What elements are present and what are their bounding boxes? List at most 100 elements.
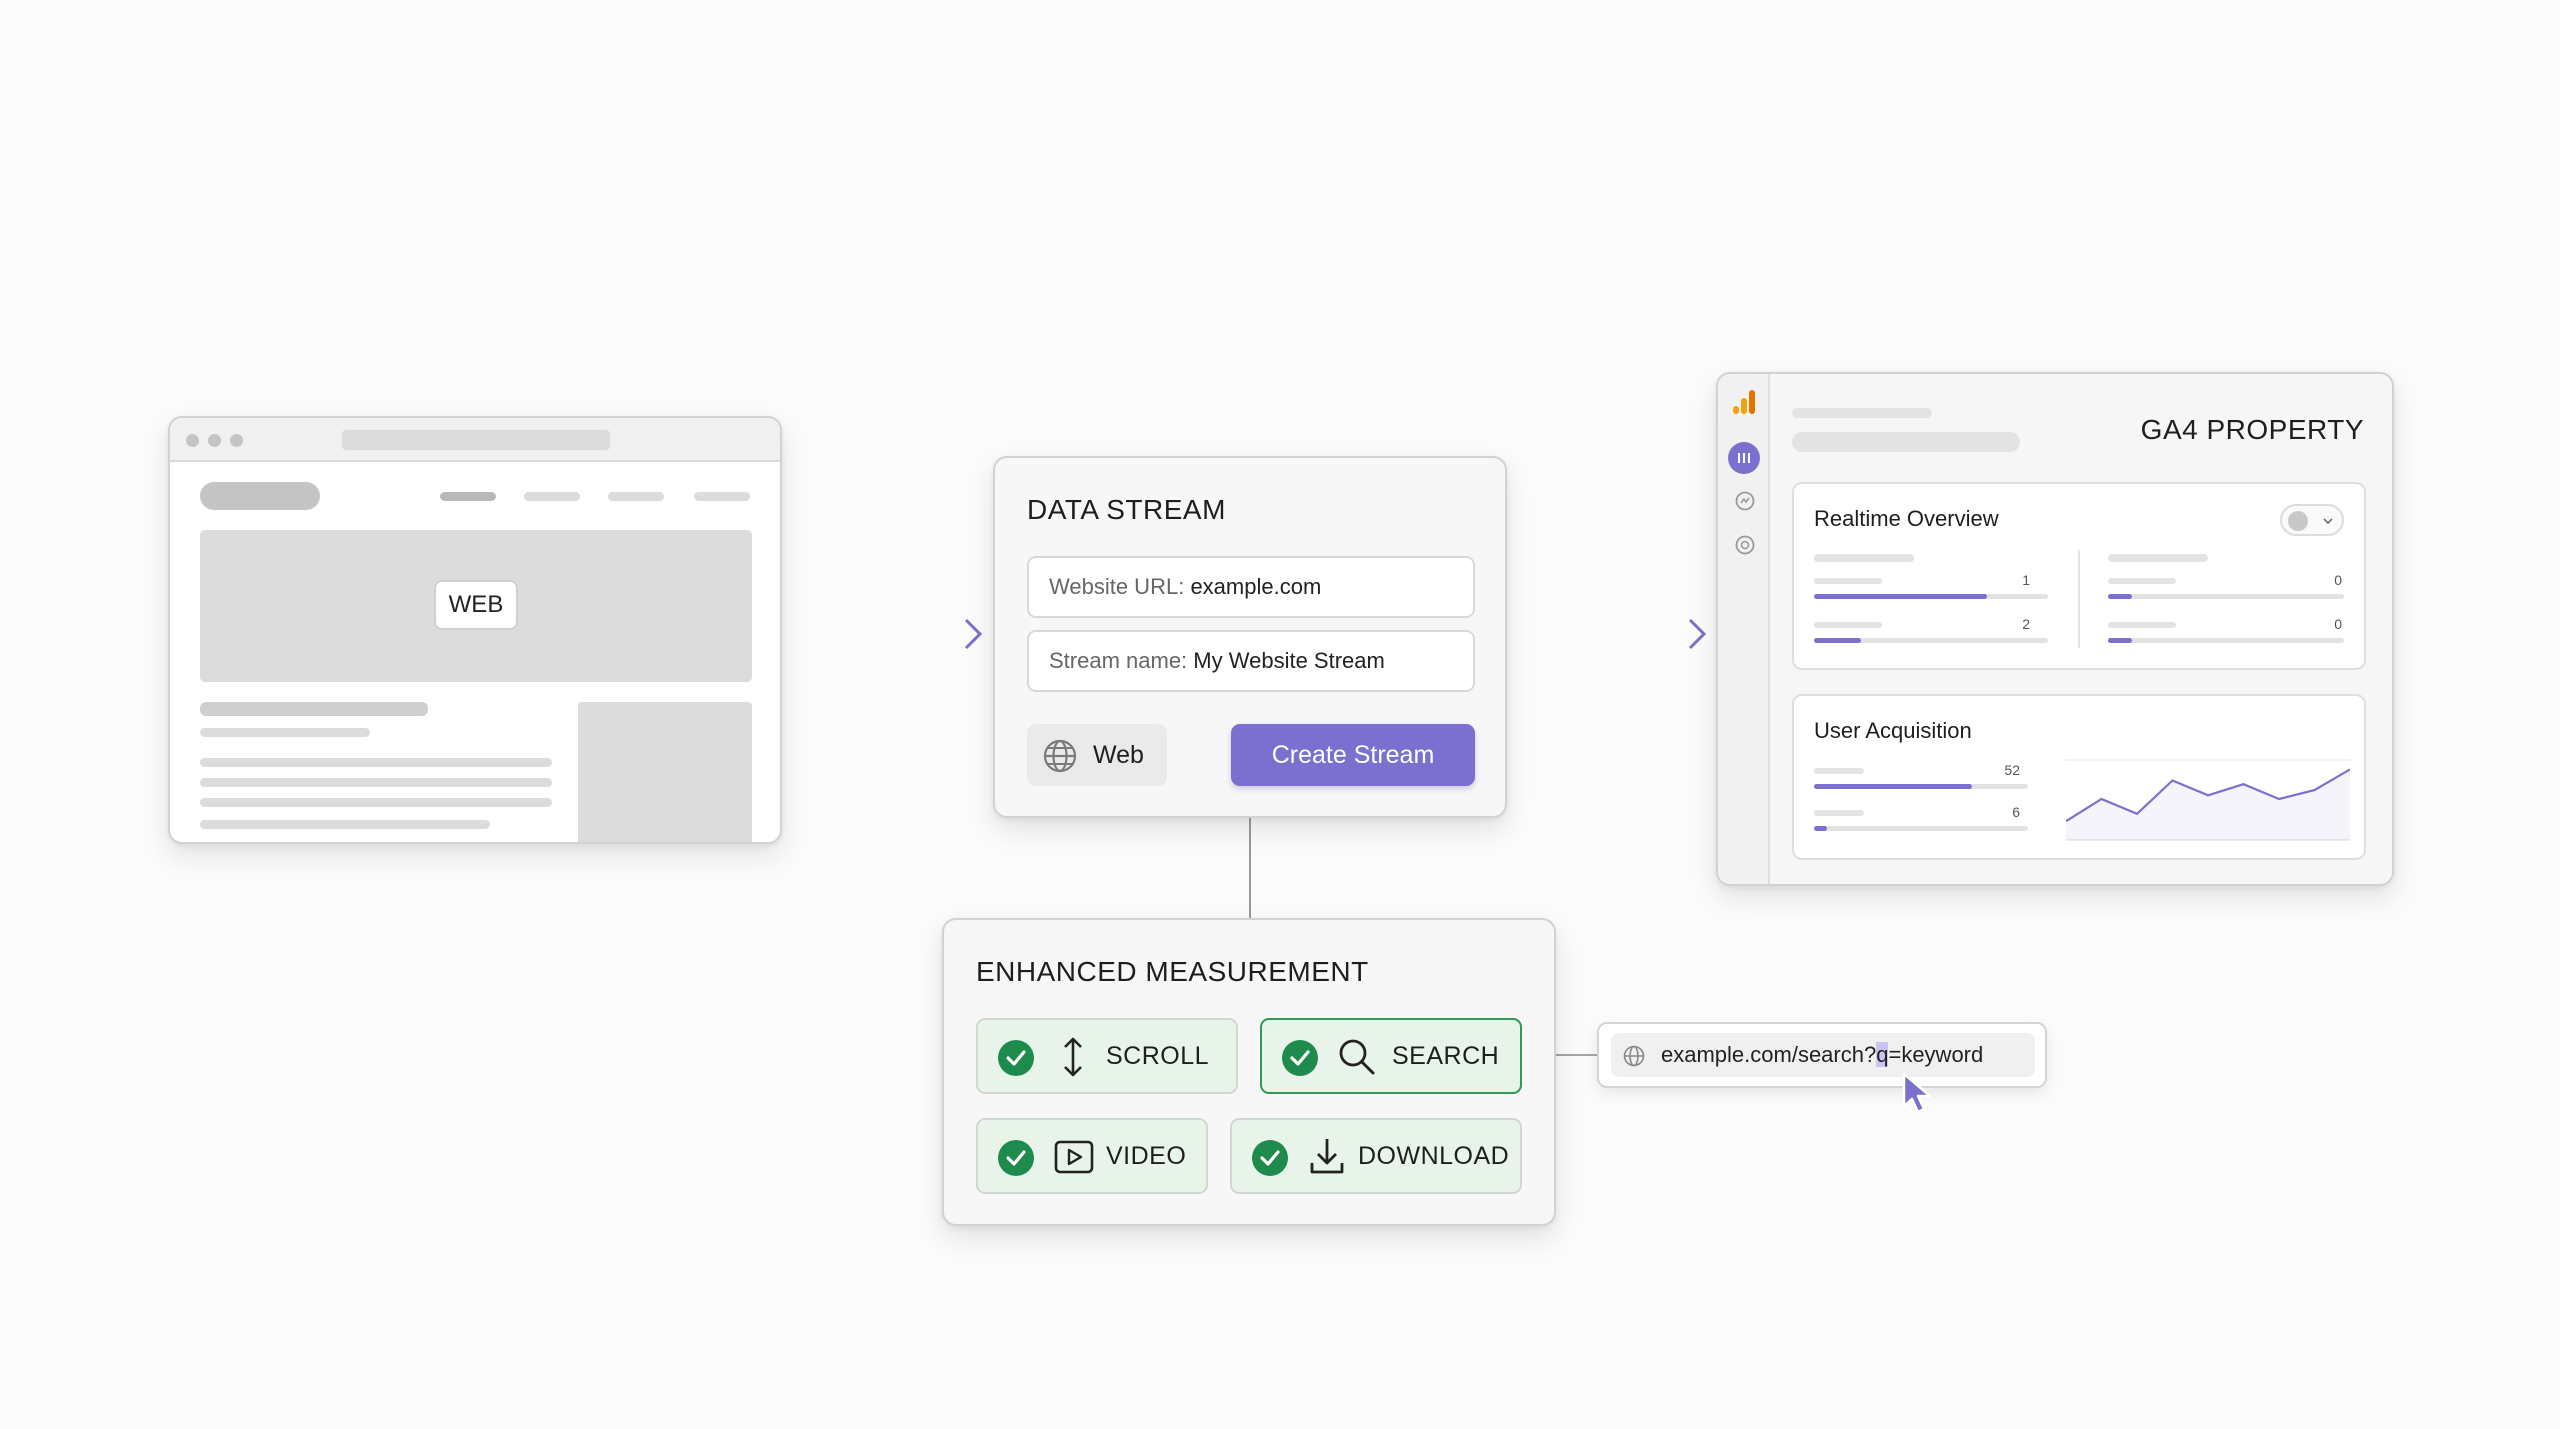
magnifier-icon [1339, 1039, 1375, 1075]
realtime-overview-panel: Realtime Overview 1 2 0 0 [1792, 482, 2366, 670]
user-acquisition-title: User Acquisition [1814, 718, 1972, 743]
realtime-right-bar-2 [2108, 638, 2344, 643]
metric-label-placeholder [1814, 810, 1864, 816]
mouse-cursor-icon [1902, 1072, 1932, 1114]
logo-placeholder [200, 482, 320, 510]
website-url-field[interactable]: Website URL: example.com [1027, 556, 1475, 618]
scroll-option[interactable]: SCROLL [976, 1018, 1238, 1094]
trend-area [2066, 769, 2350, 840]
ga4-property-panel: GA4 PROPERTY Realtime Overview 1 2 0 0 U… [1716, 372, 2394, 886]
web-label: WEB [434, 580, 518, 630]
nav-placeholder [440, 492, 496, 501]
metric-label-placeholder [1814, 554, 1914, 562]
video-label: VIDEO [1106, 1142, 1187, 1170]
create-stream-button[interactable]: Create Stream [1231, 724, 1475, 786]
scroll-arrows-icon [1064, 1037, 1082, 1077]
realtime-right-value-2: 0 [2334, 616, 2342, 632]
realtime-left-bar-1 [1814, 594, 2048, 599]
download-label: DOWNLOAD [1358, 1142, 1510, 1170]
check-icon [1252, 1140, 1288, 1176]
url-suffix: =keyword [1888, 1042, 1984, 1067]
stream-name-label: Stream name: [1049, 648, 1188, 673]
bar-fill [1814, 784, 1973, 789]
scroll-label: SCROLL [1106, 1042, 1210, 1070]
download-option[interactable]: DOWNLOAD [1230, 1118, 1522, 1194]
globe-icon [1623, 1045, 1645, 1067]
check-icon [998, 1040, 1034, 1076]
metric-label-placeholder [1814, 578, 1882, 584]
nav-placeholder [694, 492, 750, 501]
reports-icon[interactable] [1728, 442, 1760, 474]
window-dot [230, 434, 243, 447]
realtime-toggle[interactable] [2280, 504, 2344, 536]
window-dot [208, 434, 221, 447]
ga4-side-rail [1718, 374, 1770, 884]
advertising-icon[interactable] [1734, 534, 1756, 556]
website-url-label: Website URL: [1049, 574, 1185, 599]
search-option[interactable]: SEARCH [1260, 1018, 1522, 1094]
search-url-text: example.com/search?q=keyword [1661, 1033, 1983, 1077]
window-dot [186, 434, 199, 447]
search-label: SEARCH [1392, 1042, 1500, 1070]
url-query-param-highlight: q [1876, 1042, 1889, 1067]
realtime-right-bar-1 [2108, 594, 2344, 599]
chevron-down-icon [2323, 518, 2333, 525]
ga4-property-title: GA4 PROPERTY [2140, 414, 2364, 445]
website-url-value: example.com [1190, 574, 1322, 599]
image-placeholder [578, 702, 752, 842]
video-option[interactable]: VIDEO [976, 1118, 1208, 1194]
bar-fill [1814, 638, 1861, 643]
metric-label-placeholder [1814, 622, 1882, 628]
check-icon [998, 1140, 1034, 1176]
realtime-right-value-1: 0 [2334, 572, 2342, 588]
acquisition-value-1: 52 [2004, 762, 2020, 778]
search-url-field[interactable]: example.com/search?q=keyword [1611, 1033, 2035, 1077]
stream-name-field[interactable]: Stream name: My Website Stream [1027, 630, 1475, 692]
url-prefix: example.com/search? [1661, 1042, 1877, 1067]
text-placeholder [200, 820, 490, 829]
bar-fill [2108, 594, 2132, 599]
header-placeholder [1792, 432, 2020, 452]
acquisition-bar-1 [1814, 784, 2028, 789]
column-divider [2078, 550, 2080, 648]
metric-label-placeholder [2108, 578, 2176, 584]
text-placeholder [200, 758, 552, 767]
trend-line [2066, 768, 2350, 823]
nav-placeholder [524, 492, 580, 501]
heading-placeholder [200, 702, 428, 716]
website-mockup: WEB [168, 416, 782, 844]
globe-icon [1043, 739, 1077, 773]
text-placeholder [200, 798, 552, 807]
acquisition-trend-chart [2066, 759, 2350, 841]
metric-label-placeholder [1814, 768, 1864, 774]
realtime-left-bar-2 [1814, 638, 2048, 643]
header-placeholder [1792, 408, 1932, 418]
stream-name-value: My Website Stream [1193, 648, 1385, 673]
browser-toolbar [170, 418, 780, 462]
realtime-overview-title: Realtime Overview [1814, 506, 1999, 531]
explore-icon[interactable] [1734, 490, 1756, 512]
metric-label-placeholder [2108, 554, 2208, 562]
nav-placeholder [608, 492, 664, 501]
search-url-box[interactable]: example.com/search?q=keyword [1597, 1022, 2047, 1088]
hero-placeholder: WEB [200, 530, 752, 682]
bar-fill [1814, 826, 1827, 831]
text-placeholder [200, 778, 552, 787]
bar-fill [2108, 638, 2132, 643]
download-icon [1310, 1139, 1344, 1174]
user-acquisition-panel: User Acquisition 52 6 [1792, 694, 2366, 860]
metric-label-placeholder [2108, 622, 2176, 628]
acquisition-bar-2 [1814, 826, 2028, 831]
toggle-knob [2288, 511, 2308, 531]
data-stream-card: DATA STREAM Website URL: example.com Str… [993, 456, 1507, 818]
acquisition-value-2: 6 [2012, 804, 2020, 820]
address-bar-placeholder [342, 430, 610, 450]
platform-web-label: Web [1093, 741, 1144, 769]
bar-fill [1814, 594, 1988, 599]
platform-web-chip[interactable]: Web [1027, 724, 1167, 786]
realtime-left-value-1: 1 [2022, 572, 2030, 588]
analytics-logo-icon [1733, 390, 1755, 414]
data-stream-title: DATA STREAM [1027, 494, 1226, 525]
text-placeholder [200, 728, 370, 737]
enhanced-measurement-title: ENHANCED MEASUREMENT [976, 956, 1369, 987]
